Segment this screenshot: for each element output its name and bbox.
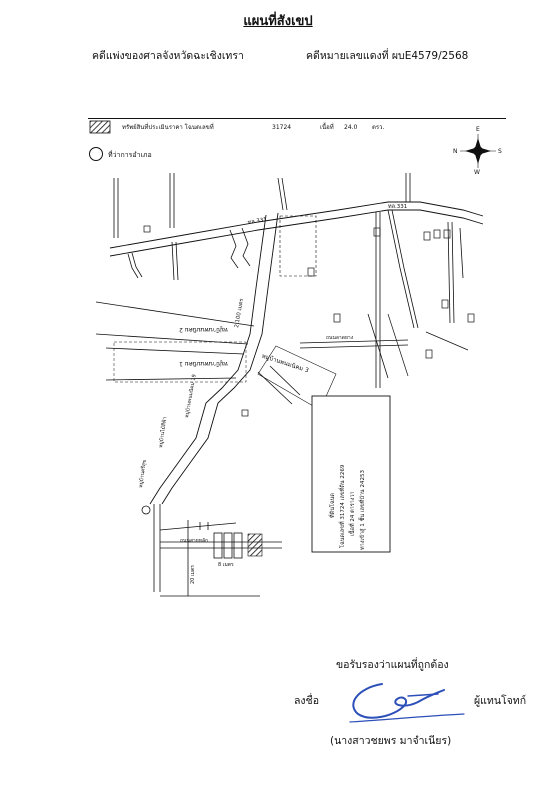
compass-s: S: [498, 148, 502, 155]
main-highway: [109, 201, 484, 257]
legend-office-label: ที่ว่าการอำเภอ: [108, 150, 152, 159]
soi-3-label: หมู่บ้านพนมนิคม 3: [261, 353, 310, 375]
signature-image: [349, 683, 465, 723]
zone-dashed-west: [113, 341, 247, 383]
side-roads-north: [113, 173, 411, 238]
signer-name: (นางสาวชยพร มาจำเนียร): [330, 735, 452, 747]
info-line-3: เนื้อที่ 24 ตารางวา: [348, 491, 356, 536]
subject-plot-hatched: [247, 533, 263, 557]
village-b-label: หมู่บ้านศรีสุข: [137, 459, 148, 488]
compass-n: N: [453, 148, 458, 155]
info-line-1: ที่ดินโฉนด: [328, 493, 336, 519]
side-roads-south: [127, 209, 464, 388]
legend-area-value: 24.0: [344, 124, 358, 131]
compass-icon: [460, 134, 496, 168]
map-svg: ทรัพย์สินที่ประเมินราคา โฉนดเลขที่ 31724…: [88, 118, 506, 597]
distance-label: 2,100 เมตร: [234, 298, 245, 328]
office-circle-icon: [141, 505, 151, 515]
legend-area-label: เนื้อที่: [320, 121, 334, 131]
sign-role: ผู้แทนโจทก์: [474, 695, 527, 707]
certify-text: ขอรับรองว่าแผนที่ถูกต้อง: [336, 659, 449, 671]
zone-dashed-top: [279, 215, 317, 277]
legend-deed-no: 31724: [272, 124, 291, 131]
soi-lanes: [95, 301, 301, 405]
village-a-label: หมู่บ้านไม้สีฟ้า: [157, 416, 168, 448]
sketch-map: ทรัพย์สินที่ประเมินราคา โฉนดเลขที่ 31724…: [88, 118, 506, 612]
plot-area: [153, 504, 282, 597]
legend-area-unit: ตรว.: [372, 124, 384, 131]
highway-label-right: ทล.331: [388, 204, 407, 210]
soi-19-label: หมู่บ้านพนมนิคม 19: [183, 374, 198, 419]
plot-depth-label: 20 เมตร: [190, 565, 196, 584]
access-road: [149, 212, 279, 505]
highway-label-left: ทล.331: [247, 217, 267, 226]
plot-width-label: 8 เมตร: [218, 562, 234, 568]
legend-property-label: ทรัพย์สินที่ประเมินราคา โฉนดเลขที่: [122, 123, 214, 131]
court-name: คดีแพ่งของศาลจังหวัดฉะเชิงเทรา: [92, 50, 244, 62]
road-small-label: ถนนลาดยาง: [326, 335, 354, 341]
east-buildings: [143, 225, 475, 417]
page-title: แผนที่สังเขป: [243, 14, 313, 29]
soi-1-label: หมู่บ้านพนมนิคม 1: [179, 360, 228, 367]
sign-label: ลงชื่อ: [294, 695, 319, 707]
compass-w: W: [474, 169, 480, 176]
info-line-2: โฉนดเลขที่ 31724 เลขที่ดิน 2269: [338, 464, 346, 548]
case-number: คดีหมายเลขแดงที่ ผบE4579/2568: [306, 50, 469, 62]
info-box: [311, 395, 391, 553]
info-line-4: ทางเข้าสู่ 1 ชั้น เลขที่บ้าน 24253: [358, 470, 366, 550]
road-bottom-label: ถนนสายหลัก: [180, 538, 208, 544]
soi-2-label: หมู่บ้านพนมนิคม 2: [179, 326, 228, 333]
hatched-square-icon: [89, 120, 111, 134]
compass-e: E: [476, 126, 480, 133]
circle-icon: [89, 147, 103, 161]
east-west-road: [299, 313, 409, 379]
